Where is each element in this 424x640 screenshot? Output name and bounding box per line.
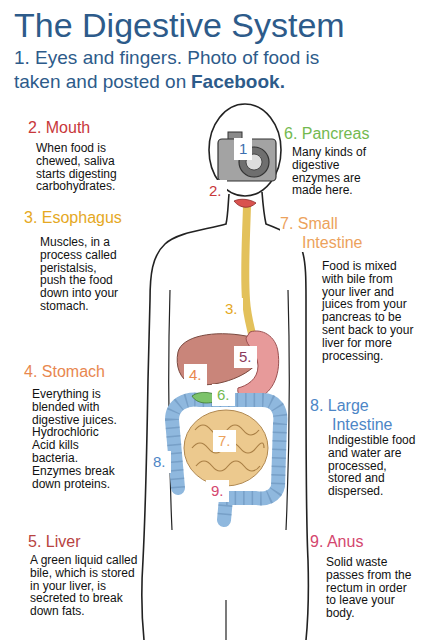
callout-number: 4. — [184, 364, 207, 386]
esophagus — [245, 206, 252, 334]
mouth — [234, 199, 256, 207]
subtitle: Facebook. — [191, 71, 285, 92]
organ-description: Many kinds of digestive enzymes are made… — [292, 146, 384, 197]
large-intestine-folds — [172, 400, 280, 520]
callout-number-box: 3. — [220, 298, 243, 320]
organ-heading: 5. Liver — [28, 532, 138, 551]
callout-number: 2. — [204, 180, 227, 202]
organ-description-box: Food is mixed with bile from your liver … — [322, 260, 416, 362]
callout-number-box: 2. — [204, 180, 227, 202]
organ-heading-box: 6. Pancreas — [284, 124, 404, 143]
callout-number: 7. — [213, 430, 236, 452]
organ-description-box: A green liquid called bile, which is sto… — [30, 554, 140, 618]
organ-heading: 6. Pancreas — [284, 124, 404, 143]
organ-heading: 8. Large Intestine — [310, 396, 418, 434]
organ-description: A green liquid called bile, which is sto… — [30, 554, 140, 618]
organ-description: Indigestible food and water are processe… — [328, 434, 416, 498]
organ-heading: 2. Mouth — [28, 118, 138, 137]
arm-line — [286, 290, 289, 530]
organ-heading: 7. Small Intestine — [280, 214, 388, 252]
small-intestine — [184, 410, 268, 486]
organ-description-box: Muscles, in a process called peristalsis… — [40, 236, 122, 313]
callout-number: 8. — [148, 451, 171, 473]
small-intestine-coils — [192, 425, 264, 471]
title-box: The Digestive System — [14, 6, 345, 44]
organ-description-box: Many kinds of digestive enzymes are made… — [292, 146, 384, 197]
callout-number: 5. — [234, 346, 257, 368]
organ-description: Muscles, in a process called peristalsis… — [40, 236, 122, 313]
organ-description-box: Indigestible food and water are processe… — [328, 434, 416, 498]
callout-number: 3. — [220, 298, 243, 320]
organ-heading-box: 9. Anus — [310, 532, 410, 551]
callout-number: 1 — [234, 138, 252, 160]
callout-number-box: 4. — [184, 364, 207, 386]
organ-heading: 9. Anus — [310, 532, 410, 551]
title: The Digestive System — [14, 6, 345, 44]
subtitle-box: 1. Eyes and fingers. Photo of food is ta… — [14, 46, 349, 94]
callout-number: 6. — [212, 384, 235, 406]
callout-number: 9. — [206, 480, 229, 502]
organ-heading-box: 4. Stomach — [24, 362, 144, 381]
organ-heading-box: 5. Liver — [28, 532, 138, 551]
organ-description: Food is mixed with bile from your liver … — [322, 260, 416, 362]
organ-description-box: When food is chewed, saliva starts diges… — [36, 142, 136, 193]
callout-number-box: 5. — [234, 346, 257, 368]
organ-heading: 3. Esophagus — [24, 208, 144, 227]
organ-heading-box: 2. Mouth — [28, 118, 138, 137]
organ-description: When food is chewed, saliva starts diges… — [36, 142, 136, 193]
organ-description: Solid waste passes from the rectum in or… — [326, 556, 418, 620]
camera-body — [218, 139, 276, 181]
callout-number-box: 9. — [206, 480, 229, 502]
organ-description-box: Solid waste passes from the rectum in or… — [326, 556, 418, 620]
leg-line — [225, 600, 226, 640]
organ-heading-box: 8. Large Intestine — [310, 396, 418, 434]
organ-description: Everything is blended with digestive jui… — [32, 388, 124, 490]
organ-heading-box: 3. Esophagus — [24, 208, 144, 227]
organ-heading: 4. Stomach — [24, 362, 144, 381]
callout-number-box: 7. — [213, 430, 236, 452]
callout-number-box: 8. — [148, 451, 171, 473]
organ-heading-box: 7. Small Intestine — [280, 214, 388, 252]
organ-description-box: Everything is blended with digestive jui… — [32, 388, 124, 490]
large-intestine — [172, 400, 280, 520]
callout-number-box: 1 — [234, 138, 252, 160]
callout-number-box: 6. — [212, 384, 235, 406]
